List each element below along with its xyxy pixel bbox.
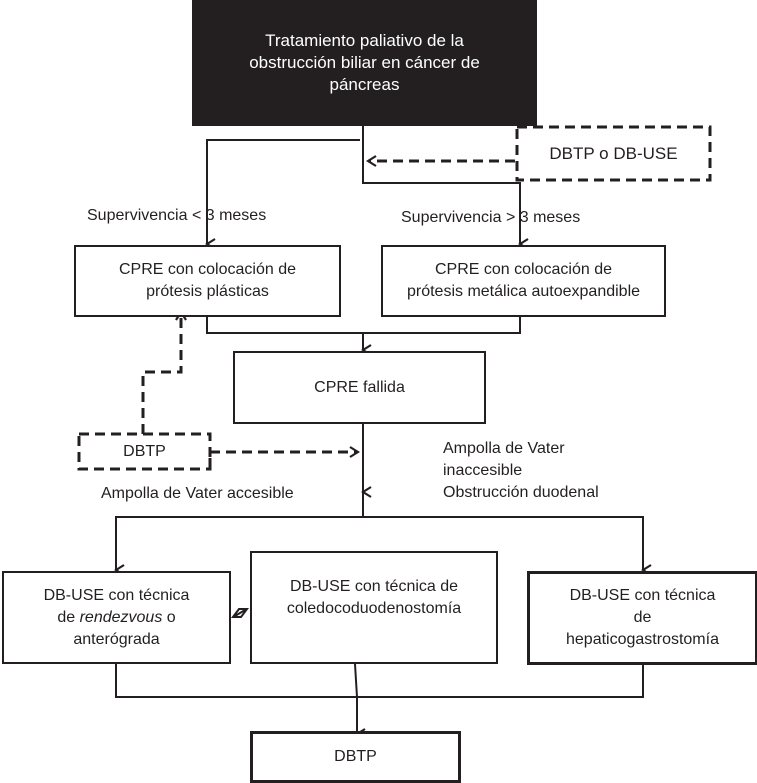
rendezvous-post: o — [162, 608, 176, 626]
final-dbtp-node: DBTP — [250, 731, 461, 783]
rendezvous-line-3: anterógrada — [73, 630, 160, 648]
root-node: Tratamiento paliativo de la obstrucción … — [192, 0, 537, 126]
hepatico-line-3: hepaticogastrostomía — [566, 631, 719, 648]
metallic-line-1: CPRE con colocación de — [435, 261, 612, 278]
plastic-line-1: CPRE con colocación de — [119, 261, 296, 278]
choledocho-line-1: DB-USE con técnica de — [289, 577, 459, 595]
failed-label: CPRE fallida — [314, 378, 405, 396]
label-inaccessible: Ampolla de Vater inaccesible Obstrucción… — [443, 438, 599, 504]
root-line-3: páncreas — [329, 75, 400, 94]
rendezvous-line-2: de rendezvous o — [44, 607, 190, 629]
edge-root-left — [207, 139, 360, 244]
inaccessible-line-1: Ampolla de Vater — [443, 440, 565, 457]
rendezvous-node: DB-USE con técnica de rendezvous o anter… — [2, 571, 231, 664]
edge-choledocho-down — [354, 663, 357, 734]
edge-alt-mid-right — [208, 452, 358, 468]
plastic-line-2: prótesis plásticas — [146, 283, 269, 300]
choledocho-line-2: coledocoduodenostomía — [286, 599, 462, 617]
metallic-line-2: prótesis metálica autoexpandible — [406, 283, 641, 300]
root-line-2: obstrucción biliar en cáncer de — [249, 53, 480, 72]
bidirectional-link-icon — [231, 608, 249, 618]
edge-branch-right — [363, 516, 643, 570]
choledocho-node: DB-USE con técnica de coledocoduodenosto… — [250, 551, 498, 664]
label-survival-gt-3: Supervivencia > 3 meses — [401, 209, 581, 226]
inaccessible-line-3: Obstrucción duodenal — [443, 484, 599, 501]
failed-cpre-node: CPRE fallida — [233, 351, 486, 424]
hepatico-line-1: DB-USE con técnica — [569, 587, 716, 604]
alt-mid-label: DBTP — [123, 442, 166, 460]
edge-rendezvous-merge — [115, 664, 644, 698]
alt-top-node: DBTP o DB-USE — [517, 127, 710, 180]
hepatico-line-2: de — [633, 609, 652, 626]
edge-root-stem — [362, 126, 520, 244]
metallic-stent-node: CPRE con colocación de prótesis metálica… — [381, 245, 666, 317]
alt-top-border — [515, 125, 712, 182]
label-survival-lt-3: Supervivencia < 3 meses — [87, 207, 267, 224]
rendezvous-pre: de — [57, 608, 80, 626]
plastic-stent-node: CPRE con colocación de prótesis plástica… — [74, 245, 341, 317]
label-accessible: Ampolla de Vater accesible — [101, 485, 294, 502]
edge-alt-mid-up — [141, 312, 181, 434]
alt-top-label: DBTP o DB-USE — [549, 143, 678, 163]
edge-branch-bar — [116, 492, 364, 570]
inaccessible-line-2: inaccesible — [443, 462, 523, 479]
root-line-1: Tratamiento paliativo de la — [265, 31, 464, 50]
edge-plastic-merge — [206, 316, 363, 334]
final-label: DBTP — [334, 748, 377, 765]
rendezvous-italic: rendezvous — [79, 608, 163, 626]
rendezvous-line-1: DB-USE con técnica — [43, 586, 190, 604]
hepatico-node: DB-USE con técnica de hepaticogastrostom… — [527, 571, 757, 665]
alt-mid-node: DBTP — [79, 434, 210, 469]
edge-metallic-merge — [363, 316, 521, 350]
